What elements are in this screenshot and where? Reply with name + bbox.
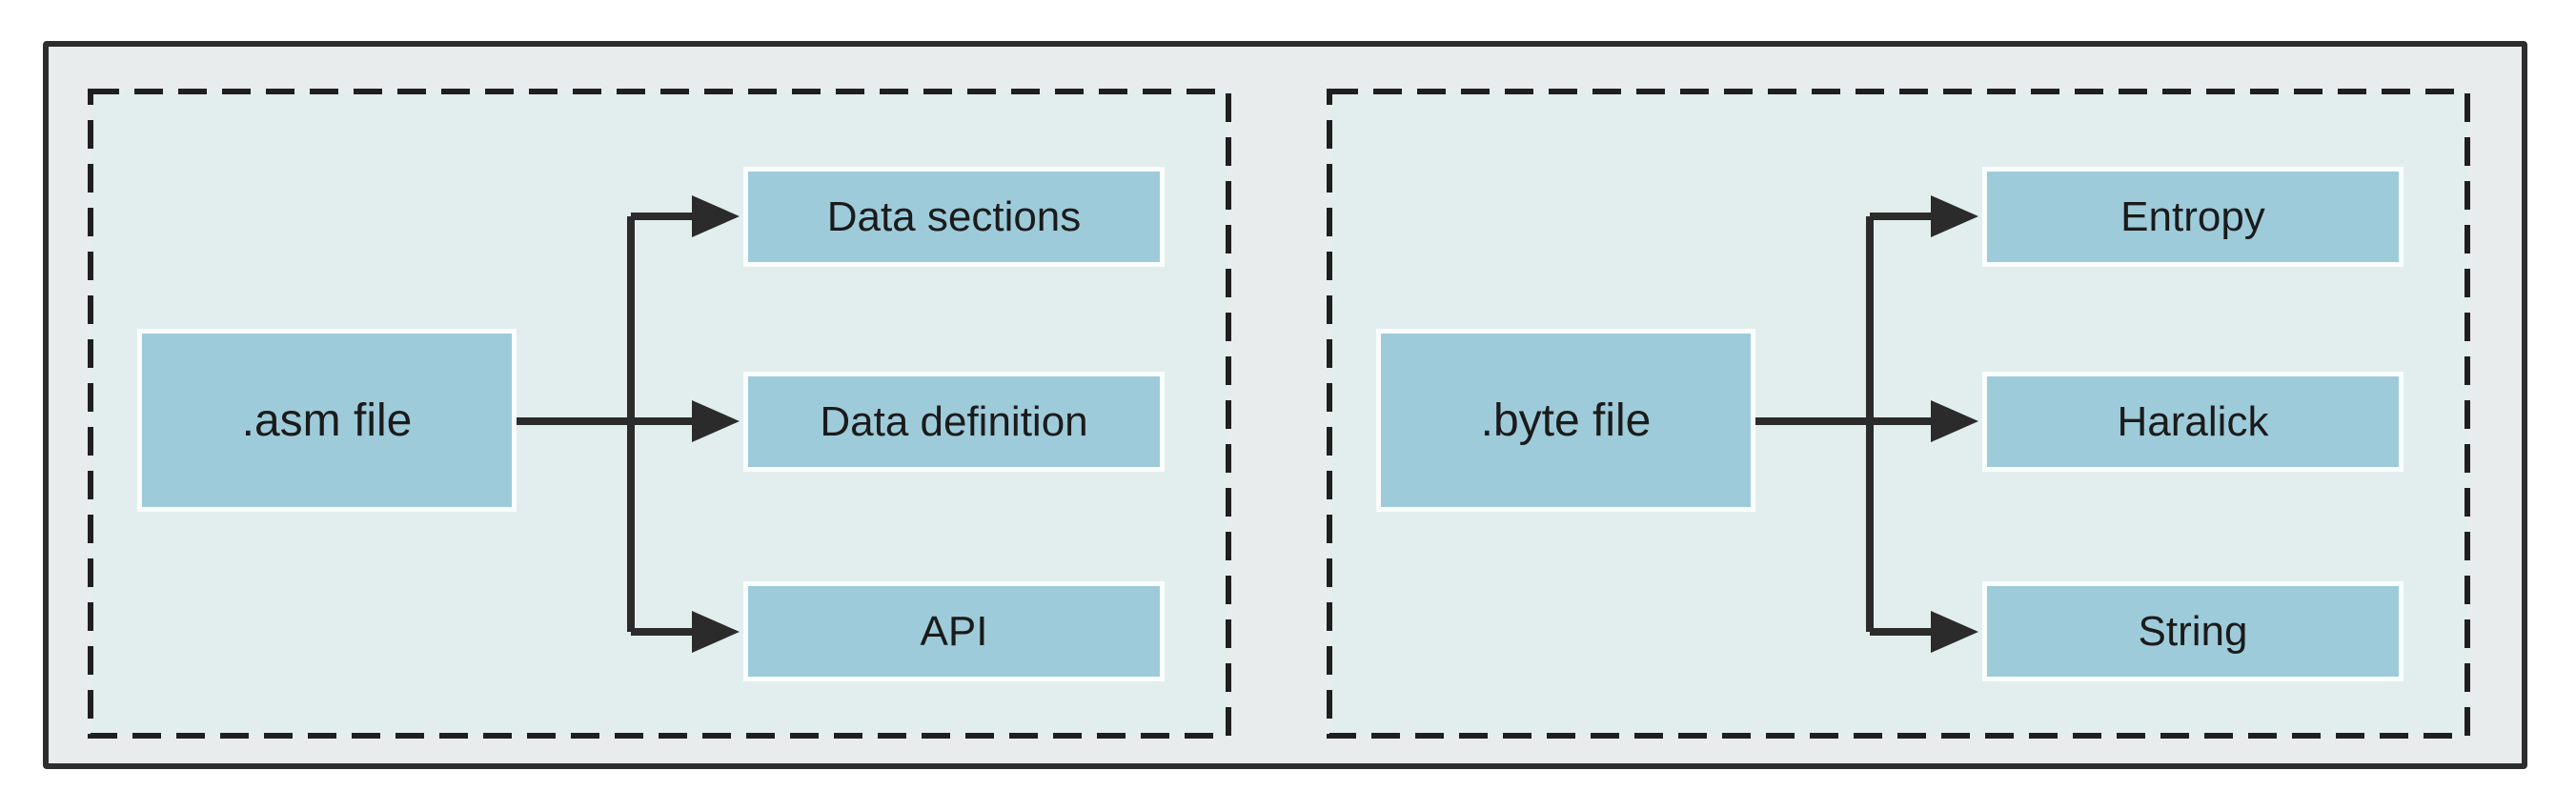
asm-file-label: .asm file xyxy=(241,395,413,446)
panel-asm-features: .asm file Data sections Data definition … xyxy=(88,89,1231,739)
arrowhead-icon xyxy=(1931,400,1978,442)
node-label: String xyxy=(2138,607,2248,655)
byte-file-node: .byte file xyxy=(1376,329,1755,512)
node-haralick: Haralick xyxy=(1982,372,2404,472)
arrowhead-icon xyxy=(692,400,740,442)
arrowhead-icon xyxy=(1931,195,1978,237)
node-data-sections: Data sections xyxy=(743,167,1165,267)
panel-byte-features: .byte file Entropy Haralick String xyxy=(1327,89,2470,739)
arrowhead-icon xyxy=(692,195,740,237)
node-label: API xyxy=(920,607,988,655)
asm-file-node: .asm file xyxy=(137,329,517,512)
byte-file-label: .byte file xyxy=(1480,395,1652,446)
node-label: Data sections xyxy=(826,193,1082,240)
outer-frame: .asm file Data sections Data definition … xyxy=(43,41,2527,769)
node-api: API xyxy=(743,581,1165,681)
node-string: String xyxy=(1982,581,2404,681)
node-data-definition: Data definition xyxy=(743,372,1165,472)
arrowhead-icon xyxy=(692,611,740,653)
node-label: Data definition xyxy=(820,397,1088,445)
arrowhead-icon xyxy=(1931,611,1978,653)
node-entropy: Entropy xyxy=(1982,167,2404,267)
node-label: Entropy xyxy=(2120,193,2265,240)
node-label: Haralick xyxy=(2117,397,2269,445)
